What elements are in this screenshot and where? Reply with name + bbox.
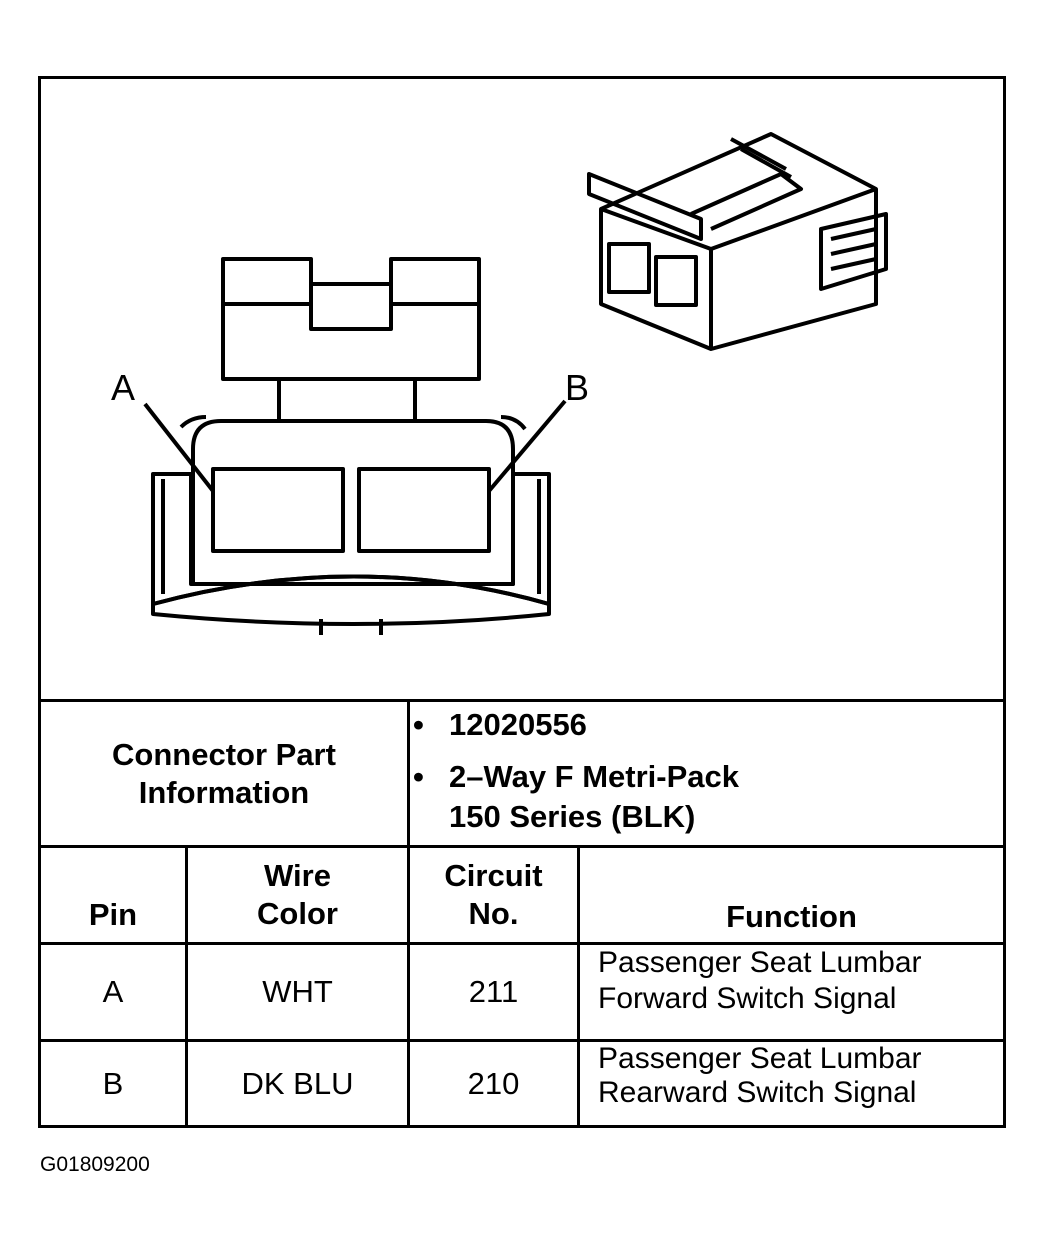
leader-line-b xyxy=(487,399,567,493)
connector-face-illustration xyxy=(143,132,888,635)
figure-reference: G01809200 xyxy=(40,1153,150,1176)
divider-drawing xyxy=(41,699,1003,702)
connector-info-label: Connector Part Information xyxy=(41,702,407,845)
pin-label-a: A xyxy=(111,367,136,408)
description: 2–Way F Metri-Pack 150 Series (BLK) xyxy=(449,757,739,837)
header-wire-color: Wire Color xyxy=(188,848,407,942)
connector-lip xyxy=(151,574,551,626)
row-b-wire-color: DK BLU xyxy=(241,1065,354,1101)
connector-info-values: • 12020556 • 2–Way F Metri-Pack 150 Seri… xyxy=(413,705,1003,837)
shroud-inner-rail xyxy=(161,479,541,594)
cavity-a xyxy=(211,467,345,553)
header-wire-color-line2: Color xyxy=(257,896,338,931)
divider-info-col xyxy=(407,699,410,845)
shroud-shoulder xyxy=(179,415,527,431)
iso-cavity-b xyxy=(654,255,698,307)
header-function: Function xyxy=(726,899,857,934)
row-b-pin: B xyxy=(102,1065,124,1101)
row-b-function-line1: Passenger Seat Lumbar xyxy=(598,1042,922,1075)
connector-drawing: A B xyxy=(41,79,1003,700)
row-b-function: Passenger Seat Lumbar Rearward Switch Si… xyxy=(580,1042,1003,1125)
connector-info-label-line1: Connector Part xyxy=(112,736,336,772)
latch-tab xyxy=(309,284,393,331)
part-number: 12020556 xyxy=(449,707,587,742)
row-a-pin: A xyxy=(102,974,124,1009)
header-circuit-line2: No. xyxy=(468,896,519,931)
iso-side-clip xyxy=(819,212,888,291)
header-circuit: Circuit No. xyxy=(410,848,577,942)
header-pin: Pin xyxy=(88,897,138,932)
row-b-function-line2: Rearward Switch Signal xyxy=(598,1076,917,1109)
row-a-function-line1: Passenger Seat Lumbar xyxy=(598,946,922,979)
connector-sheet: A B Connector Part Information • 1202055… xyxy=(38,76,1006,1128)
lip-key xyxy=(319,619,383,635)
header-wire-color-line1: Wire xyxy=(264,858,331,893)
iso-ridges xyxy=(730,137,792,179)
description-line2: 150 Series (BLK) xyxy=(449,799,696,834)
iso-latch-top xyxy=(690,172,803,231)
description-row: • 2–Way F Metri-Pack 150 Series (BLK) xyxy=(413,757,1003,837)
iso-connector-body xyxy=(599,132,878,351)
row-a-function-line2: Forward Switch Signal xyxy=(598,982,897,1015)
bullet-icon: • xyxy=(413,707,424,742)
iso-clip-lines xyxy=(830,227,877,271)
divider-col-circuit xyxy=(577,845,580,1125)
row-a-circuit: 211 xyxy=(468,974,519,1009)
part-number-row: • 12020556 xyxy=(413,705,1003,745)
divider-col-pin xyxy=(185,845,188,1125)
description-line1: 2–Way F Metri-Pack xyxy=(449,759,740,794)
divider-col-wire xyxy=(407,845,410,1125)
divider-header xyxy=(41,942,1003,945)
latch-block xyxy=(221,257,481,381)
iso-connector-edges xyxy=(600,187,877,349)
iso-cavity-a xyxy=(607,242,651,294)
leader-line-a xyxy=(143,402,215,493)
row-b-circuit: 210 xyxy=(467,1065,520,1101)
pin-label-b: B xyxy=(565,367,590,408)
connector-body xyxy=(191,419,515,586)
cavity-b xyxy=(357,467,491,553)
iso-latch xyxy=(587,172,703,241)
divider-info xyxy=(41,845,1003,848)
connector-info-label-line2: Information xyxy=(138,774,310,810)
row-a-wire-color: WHT xyxy=(262,974,333,1009)
latch-neck xyxy=(277,379,417,421)
row-a-function: Passenger Seat Lumbar Forward Switch Sig… xyxy=(580,945,1003,1039)
divider-row-a xyxy=(41,1039,1003,1042)
bullet-icon: • xyxy=(413,759,424,794)
header-circuit-line1: Circuit xyxy=(444,858,543,893)
